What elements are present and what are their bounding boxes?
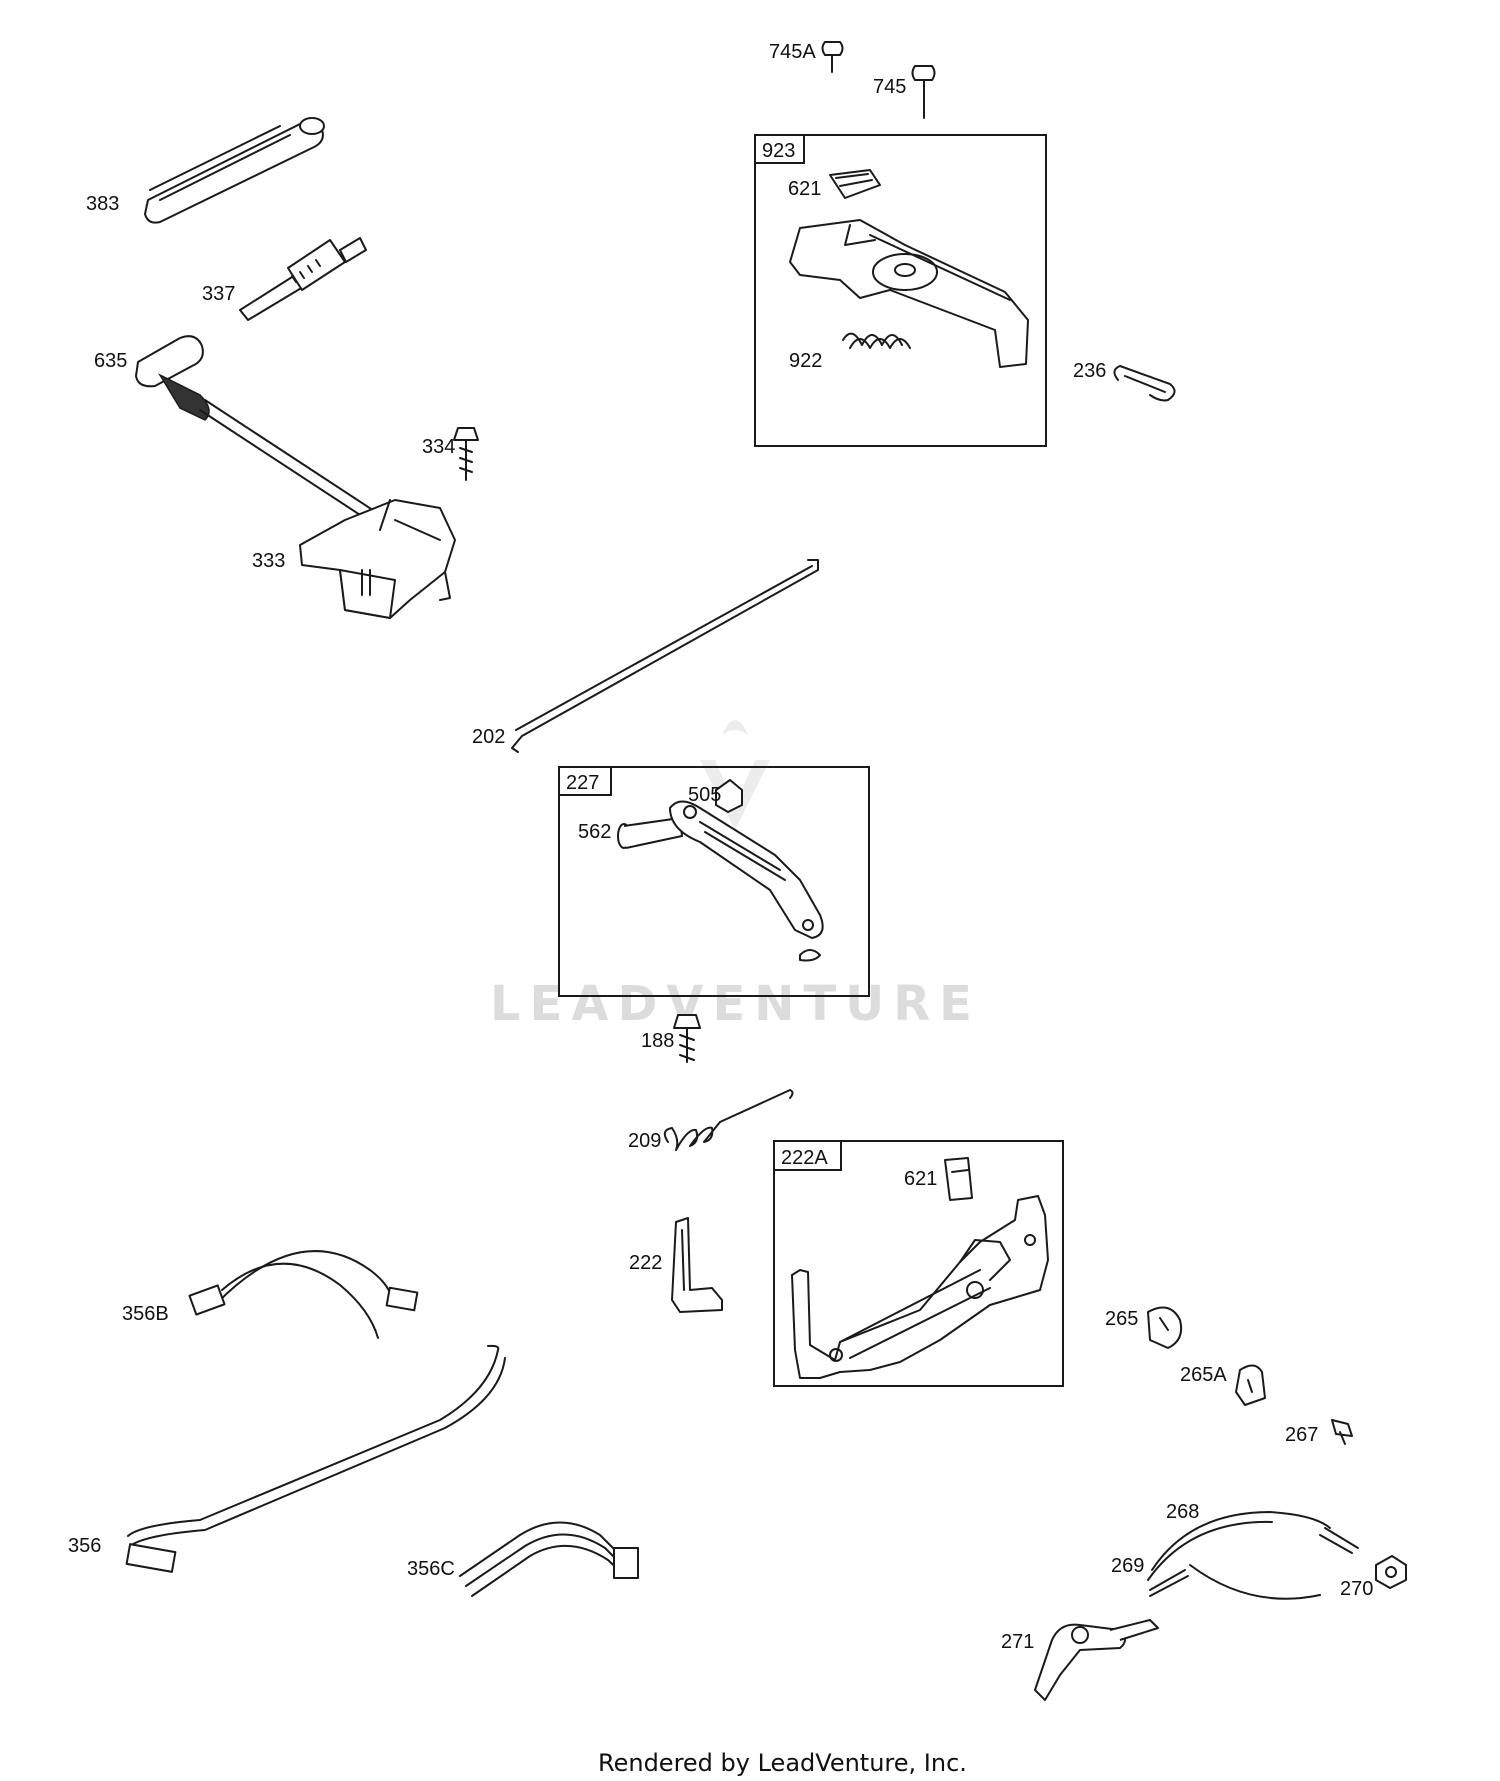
watermark: LEADVENTURE (490, 720, 981, 1032)
part-333-ignition-coil-icon[interactable] (299, 499, 456, 619)
callout-356B[interactable]: 356B (122, 1303, 169, 1325)
part-269-cable-end-icon[interactable] (1149, 1569, 1189, 1597)
group-label-222A: 222A (781, 1147, 828, 1169)
part-267-screw-icon[interactable] (1331, 1419, 1353, 1445)
callout-222[interactable]: 222 (629, 1252, 662, 1274)
part-271-control-lever-icon[interactable] (1034, 1619, 1159, 1701)
group-label-227: 227 (566, 772, 599, 794)
part-209-spring-icon[interactable] (663, 1089, 794, 1151)
part-505-nut-icon[interactable] (715, 779, 743, 813)
callout-270[interactable]: 270 (1340, 1578, 1373, 1600)
callout-265A[interactable]: 265A (1180, 1364, 1227, 1386)
part-356B-wire-harness-icon[interactable] (188, 1250, 419, 1339)
part-356C-harness-icon[interactable] (459, 1521, 639, 1597)
callout-271[interactable]: 271 (1001, 1631, 1034, 1653)
part-923-control-bracket-icon[interactable] (789, 219, 1029, 368)
callout-745A[interactable]: 745A (769, 41, 816, 63)
callout-621[interactable]: 621 (788, 178, 821, 200)
part-202-link-rod-icon[interactable] (511, 559, 819, 753)
callout-356C[interactable]: 356C (407, 1558, 455, 1580)
part-383-tool-icon[interactable] (144, 117, 325, 224)
part-222A-control-plate-icon[interactable] (791, 1195, 1049, 1379)
part-745-bolt-icon[interactable] (911, 65, 936, 119)
callout-209[interactable]: 209 (628, 1130, 661, 1152)
footer-credit: Rendered by LeadVenture, Inc. (598, 1749, 967, 1777)
group-label-923: 923 (762, 140, 795, 162)
part-227-lever-icon[interactable] (669, 800, 824, 962)
callout-922[interactable]: 922 (789, 350, 822, 372)
callout-202[interactable]: 202 (472, 726, 505, 748)
group-923[interactable]: 923 (754, 134, 1047, 447)
callout-383[interactable]: 383 (86, 193, 119, 215)
callout-236[interactable]: 236 (1073, 360, 1106, 382)
part-621-clip-icon[interactable] (829, 169, 881, 199)
callout-621b[interactable]: 621 (904, 1168, 937, 1190)
part-188-screw-icon[interactable] (673, 1014, 701, 1063)
part-621b-clip-icon[interactable] (944, 1157, 973, 1201)
callout-265[interactable]: 265 (1105, 1308, 1138, 1330)
group-222A[interactable]: 222A (773, 1140, 1064, 1387)
part-745A-bolt-icon[interactable] (821, 41, 844, 73)
callout-188[interactable]: 188 (641, 1030, 674, 1052)
part-236-link-icon[interactable] (1113, 365, 1176, 402)
watermark-text: LEADVENTURE (490, 976, 981, 1032)
part-356-wire-icon[interactable] (125, 1344, 506, 1573)
callout-635[interactable]: 635 (94, 350, 127, 372)
part-635-lead-icon[interactable] (135, 335, 389, 529)
callout-745[interactable]: 745 (873, 76, 906, 98)
callout-labels: 745A 745 621 922 236 383 337 635 334 333… (68, 41, 1373, 1653)
callout-269[interactable]: 269 (1111, 1555, 1144, 1577)
part-265A-clip-icon[interactable] (1235, 1364, 1266, 1406)
watermark-flame-icon (722, 720, 748, 735)
group-227[interactable]: 227 (558, 766, 870, 997)
part-922-spring-icon[interactable] (842, 332, 911, 349)
callout-334[interactable]: 334 (422, 436, 455, 458)
callout-505[interactable]: 505 (688, 784, 721, 806)
callout-356[interactable]: 356 (68, 1535, 101, 1557)
part-334-screw-icon[interactable] (453, 427, 479, 481)
callout-267[interactable]: 267 (1285, 1424, 1318, 1446)
part-270-nut-icon[interactable] (1375, 1555, 1407, 1589)
callout-337[interactable]: 337 (202, 283, 235, 305)
part-268-cable-icon[interactable] (1147, 1511, 1359, 1600)
callout-268[interactable]: 268 (1166, 1501, 1199, 1523)
watermark-logo-icon (700, 760, 770, 830)
part-222-bracket-icon[interactable] (671, 1217, 723, 1313)
part-265-clip-icon[interactable] (1147, 1306, 1183, 1349)
callout-562[interactable]: 562 (578, 821, 611, 843)
part-337-spark-plug-icon[interactable] (239, 237, 367, 321)
part-562-pin-icon[interactable] (617, 817, 683, 849)
callout-333[interactable]: 333 (252, 550, 285, 572)
